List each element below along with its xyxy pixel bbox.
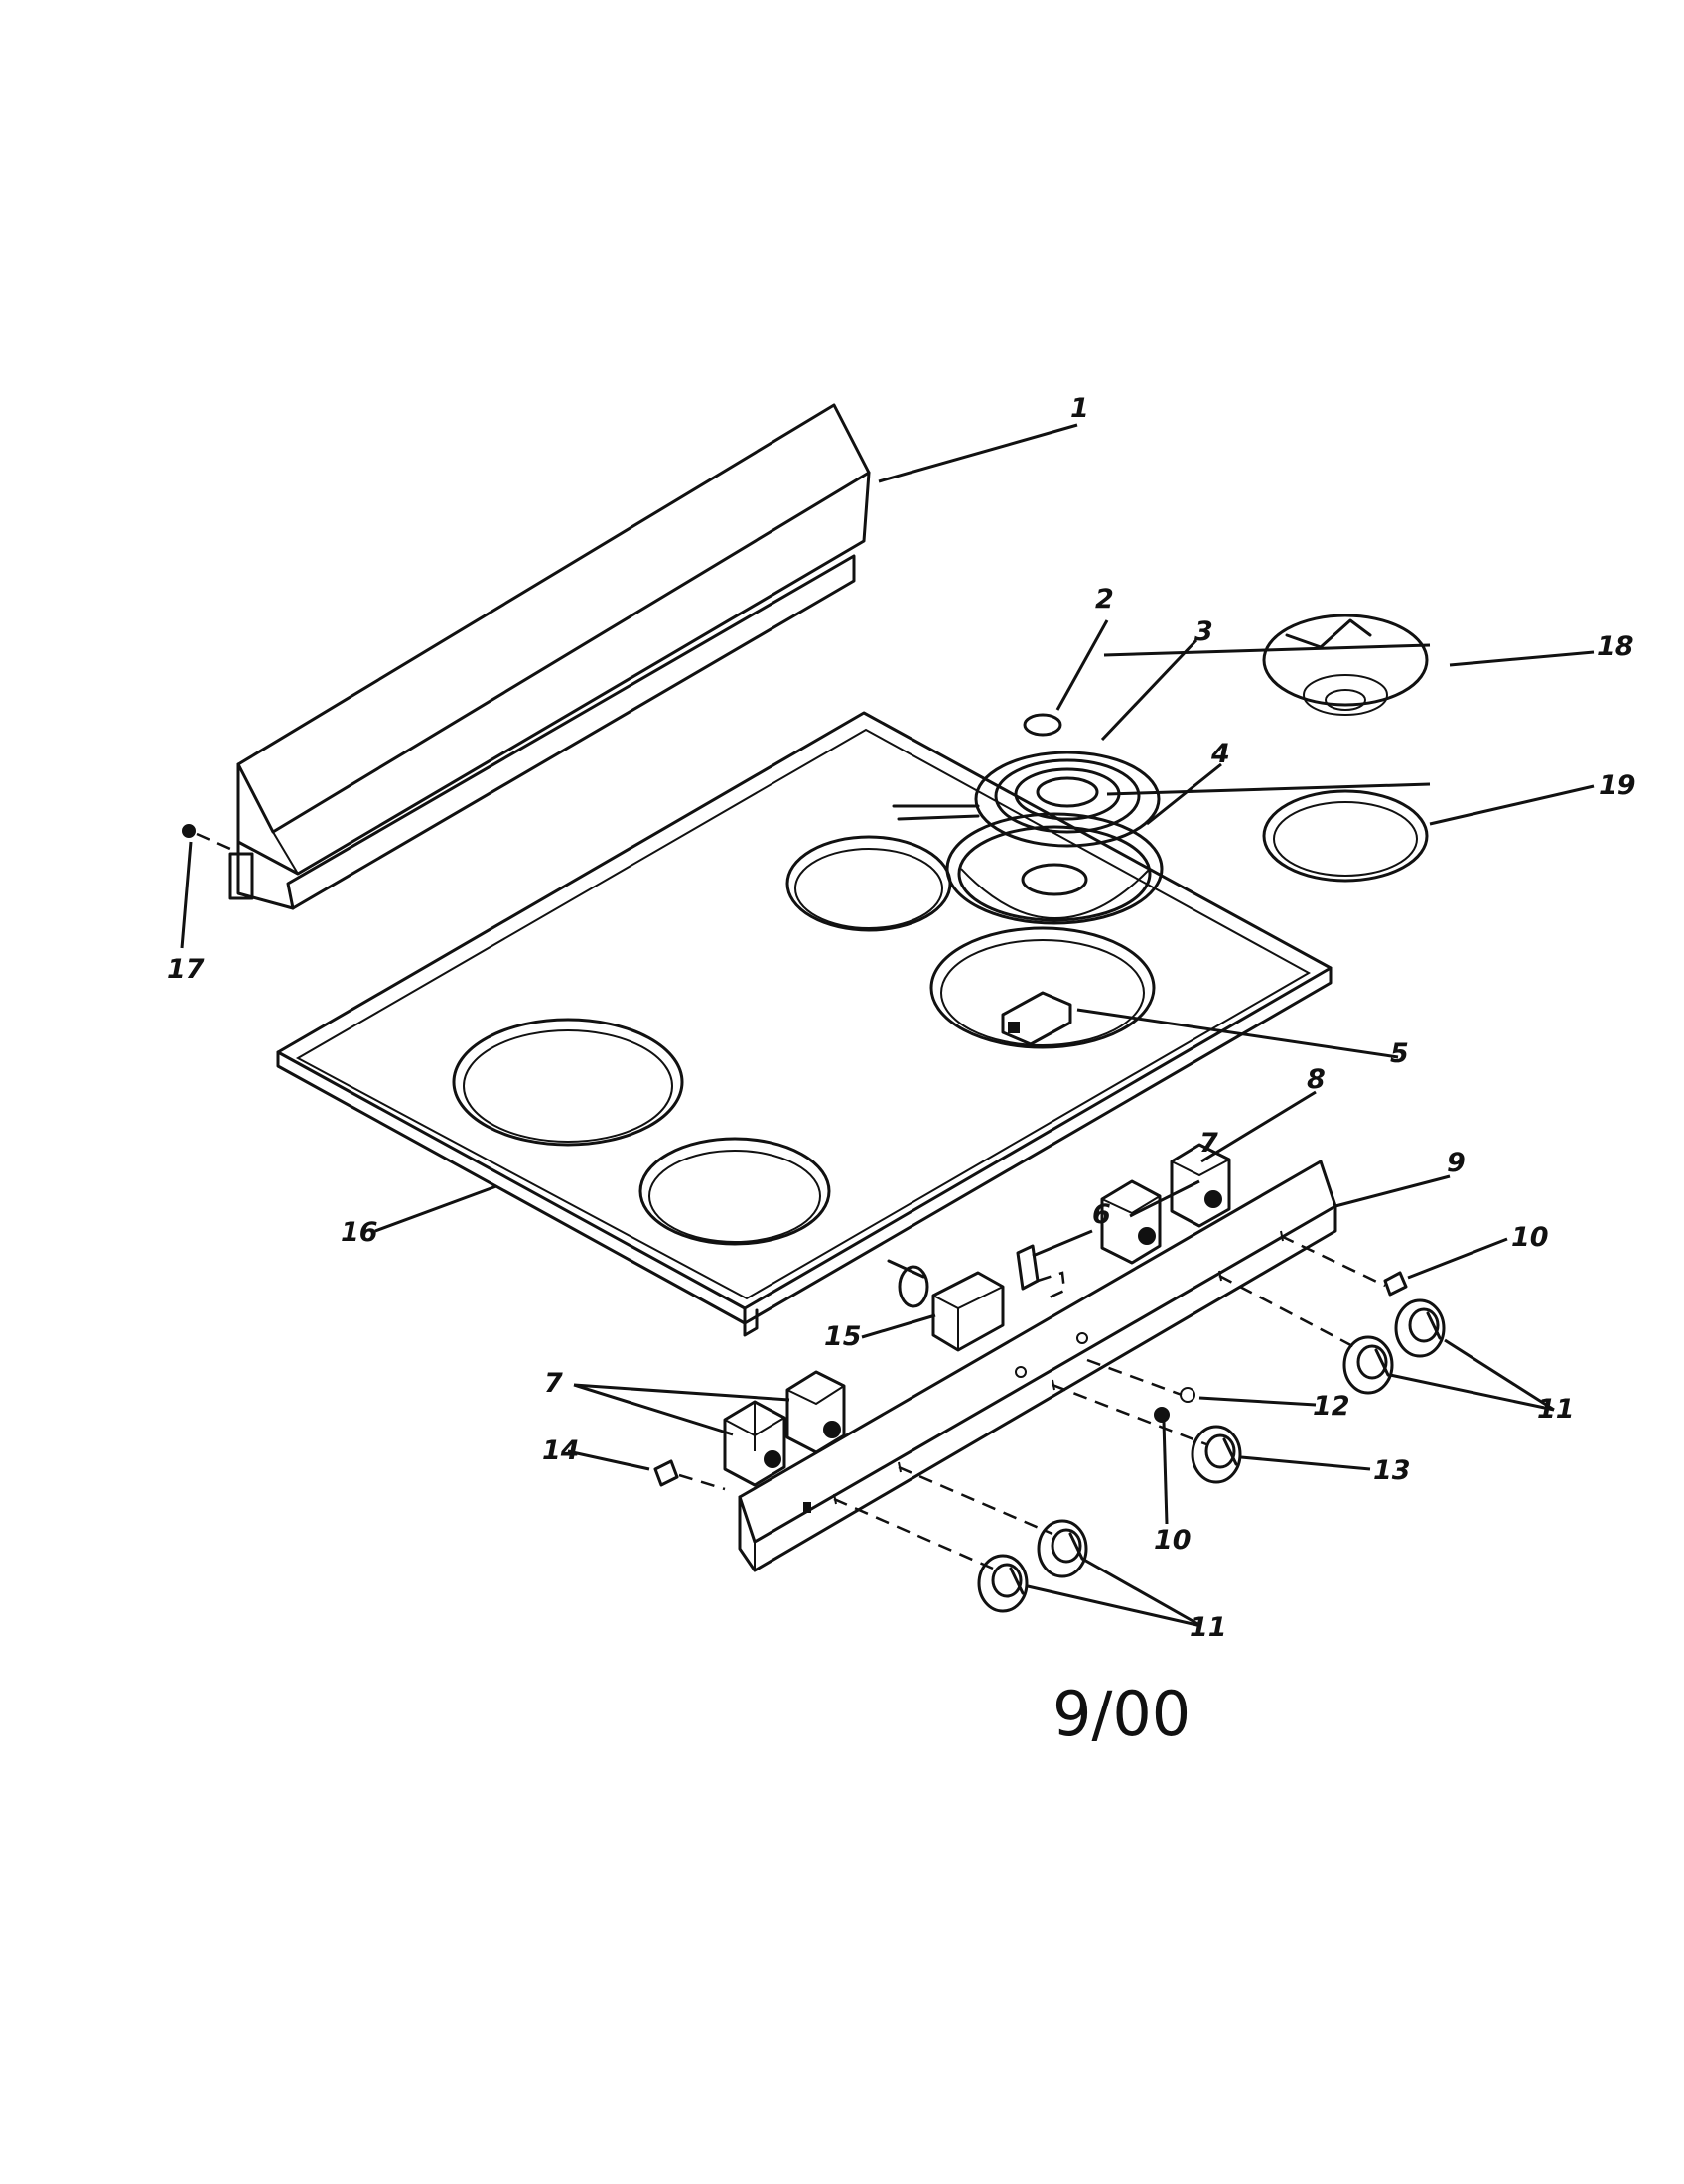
cooktop — [276, 711, 1333, 1337]
callout-2: 2 — [1095, 584, 1114, 614]
callout-9: 9 — [1447, 1148, 1466, 1178]
drip-pan-and-ring — [1262, 614, 1429, 883]
callout-4: 4 — [1210, 739, 1230, 769]
callout-11-bottom: 11 — [1190, 1612, 1227, 1643]
callout-10-right: 10 — [1511, 1222, 1549, 1253]
revision-stamp: 9/00 — [1052, 1678, 1191, 1750]
control-knobs — [833, 1230, 1446, 1613]
callout-18: 18 — [1597, 631, 1634, 662]
callout-12: 12 — [1313, 1391, 1350, 1422]
callout-10-bottom: 10 — [1154, 1525, 1192, 1556]
backguard — [182, 403, 871, 910]
terminal-block — [1001, 991, 1072, 1046]
callout-labels: 1 2 3 4 5 6 7 7 8 9 10 10 11 11 12 13 14… — [167, 393, 1636, 1643]
callout-6: 6 — [1092, 1199, 1111, 1230]
callout-14: 14 — [542, 1435, 580, 1466]
callout-16: 16 — [341, 1217, 378, 1248]
callout-17: 17 — [167, 954, 205, 985]
control-panel — [738, 1160, 1337, 1572]
callout-7-lower: 7 — [544, 1368, 563, 1399]
callout-5: 5 — [1390, 1038, 1409, 1069]
callout-15: 15 — [824, 1321, 862, 1352]
control-switches — [653, 1143, 1231, 1491]
leader-lines — [180, 423, 1595, 1628]
callout-19: 19 — [1599, 770, 1636, 801]
callout-13: 13 — [1373, 1455, 1411, 1486]
callout-3: 3 — [1194, 616, 1213, 647]
callout-8: 8 — [1307, 1064, 1326, 1095]
callout-11-right: 11 — [1537, 1394, 1575, 1425]
callout-1: 1 — [1070, 393, 1089, 424]
callout-7-upper: 7 — [1199, 1128, 1218, 1159]
